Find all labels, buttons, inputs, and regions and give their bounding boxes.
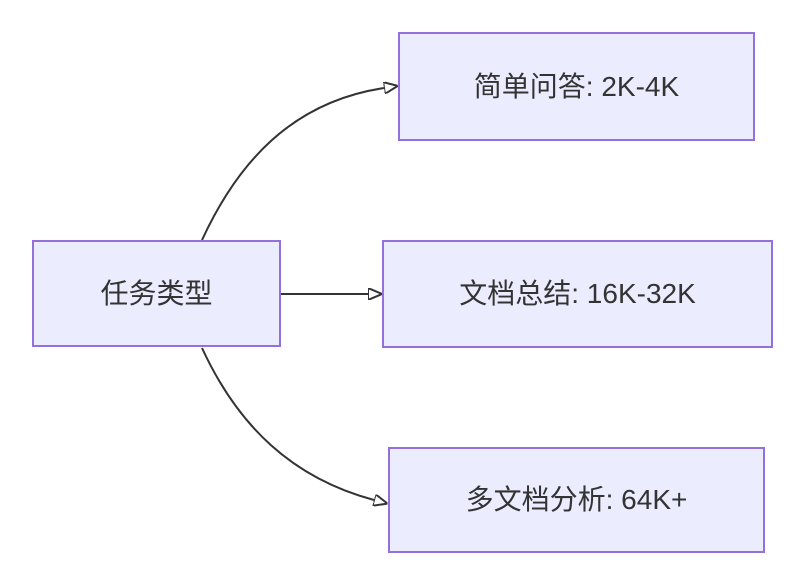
- node-task-type-label: 任务类型: [100, 277, 213, 309]
- node-doc-summary: 文档总结: 16K-32K: [382, 240, 773, 348]
- node-doc-summary-label: 文档总结: 16K-32K: [459, 278, 696, 310]
- node-simple-qa-label: 简单问答: 2K-4K: [473, 70, 680, 102]
- node-multidoc-analysis: 多文档分析: 64K+: [388, 447, 765, 553]
- edge-root-to-multidoc-analysis: [201, 347, 374, 500]
- node-multidoc-analysis-label: 多文档分析: 64K+: [465, 484, 688, 516]
- node-task-type: 任务类型: [32, 240, 281, 347]
- node-simple-qa: 简单问答: 2K-4K: [398, 32, 755, 141]
- edge-root-to-simple-qa: [201, 88, 384, 241]
